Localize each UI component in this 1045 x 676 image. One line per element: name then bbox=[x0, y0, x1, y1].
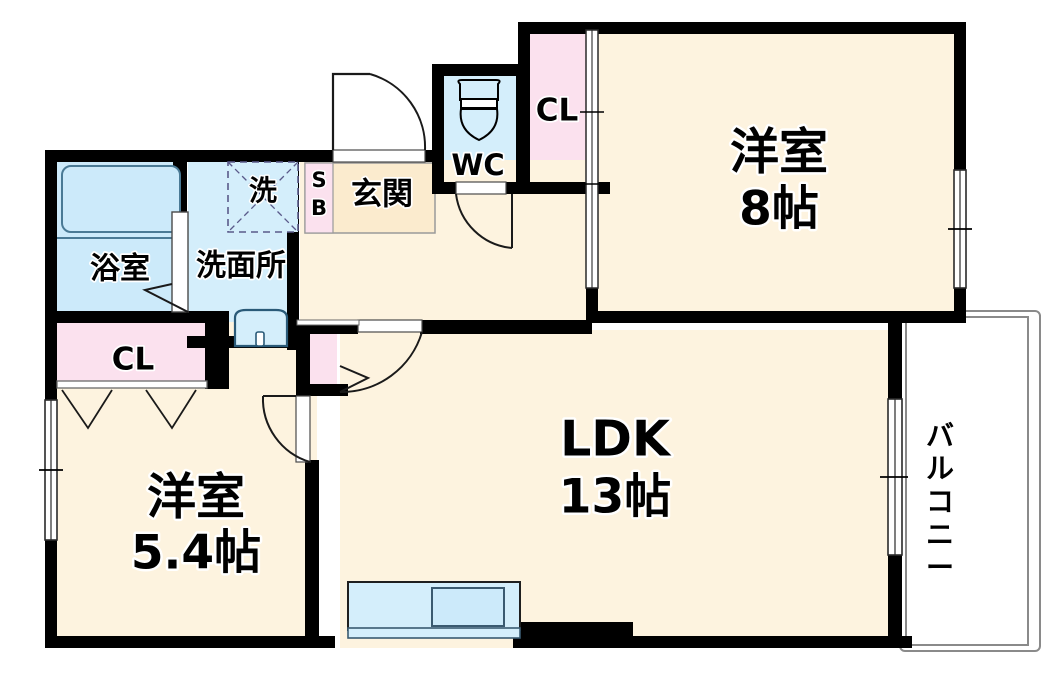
label-bedroom-main-name: 洋室 bbox=[730, 124, 828, 181]
wall-smallcloset-left bbox=[296, 320, 308, 396]
small-closet-fill bbox=[305, 330, 337, 388]
bath-door bbox=[142, 211, 189, 313]
label-ldk-name: LDK bbox=[560, 411, 672, 468]
wall-ldk-right-upper bbox=[888, 311, 902, 399]
wall-bottom-ldk bbox=[513, 622, 633, 648]
vanity-sink bbox=[233, 308, 289, 348]
label-closet-second: CL bbox=[112, 342, 155, 378]
wall-top-bedroom bbox=[518, 22, 966, 34]
wall-wc-right bbox=[516, 64, 528, 194]
label-washer: 洗 bbox=[249, 174, 277, 207]
label-bathroom: 浴室 bbox=[90, 252, 150, 287]
wall-wc-left bbox=[432, 64, 444, 194]
washer-space bbox=[227, 161, 299, 233]
wall-cl2-top bbox=[45, 311, 229, 323]
label-bedroom-second-name: 洋室 bbox=[147, 469, 245, 526]
balcony-char-3: ニ bbox=[926, 518, 954, 551]
wall-bedroom-bottom bbox=[586, 311, 966, 323]
label-ldk-size: 13帖 bbox=[559, 470, 671, 525]
room-fills bbox=[57, 24, 955, 648]
bathtub bbox=[57, 165, 183, 239]
wall-entry-door-gap bbox=[296, 150, 332, 162]
kitchen-counter bbox=[347, 581, 521, 639]
interior-thresholds bbox=[296, 319, 360, 326]
wall-bedroom2-ldk bbox=[305, 460, 319, 648]
entrance-door bbox=[331, 72, 427, 163]
wall-wc-top bbox=[432, 64, 528, 76]
shoebox-fill bbox=[304, 162, 334, 234]
label-entrance: 玄関 bbox=[351, 177, 413, 213]
label-toilet: WC bbox=[451, 148, 504, 182]
label-balcony: バ ル コ ニ ー bbox=[924, 417, 956, 586]
balcony-char-4: ー bbox=[926, 551, 954, 584]
window-bedroom-second-left bbox=[39, 399, 63, 541]
wall-cl2-right bbox=[205, 311, 229, 389]
balcony-char-0: バ bbox=[926, 419, 954, 452]
balcony-char-1: ル bbox=[926, 452, 954, 485]
wall-bottom-left bbox=[45, 636, 335, 648]
label-closet-upper: CL bbox=[536, 93, 579, 129]
room-labels: 洋室 8帖 洋室 5.4帖 LDK 13帖 浴室 洗面所 洗 WC 玄関 S B… bbox=[88, 91, 830, 583]
wall-smallcloset-bottom bbox=[296, 384, 348, 396]
label-washroom: 洗面所 bbox=[196, 249, 286, 284]
window-bedroom-main-right bbox=[948, 169, 972, 289]
closet-second-fill bbox=[57, 322, 217, 384]
label-bedroom-second-size: 5.4帖 bbox=[131, 526, 261, 581]
label-shoebox-bottom: B bbox=[311, 196, 327, 220]
wall-bedroom-main-right-top bbox=[954, 22, 966, 172]
label-bedroom-main-size: 8帖 bbox=[739, 182, 819, 237]
wall-wc-bottom-r bbox=[505, 182, 528, 194]
wall-wc-bottom-l bbox=[432, 182, 456, 194]
bedroom-main-floor bbox=[597, 30, 955, 318]
closet-second-doors bbox=[56, 380, 208, 430]
ldk-door bbox=[339, 319, 423, 394]
toilet-door bbox=[455, 181, 513, 249]
wall-ldk-right-lower bbox=[888, 555, 902, 648]
wall-ldk-top-mid bbox=[420, 320, 592, 334]
label-shoebox-top: S bbox=[311, 168, 326, 192]
bedroom-second-door bbox=[261, 395, 311, 463]
balcony-char-2: コ bbox=[926, 485, 954, 518]
balcony-area bbox=[899, 310, 1041, 652]
wall-bottom-ldk2 bbox=[620, 636, 912, 648]
toilet-bowl bbox=[457, 79, 501, 142]
window-ldk-balcony bbox=[880, 398, 908, 556]
wall-left-upper bbox=[45, 150, 57, 335]
window-bedroom-main-left bbox=[580, 29, 604, 289]
